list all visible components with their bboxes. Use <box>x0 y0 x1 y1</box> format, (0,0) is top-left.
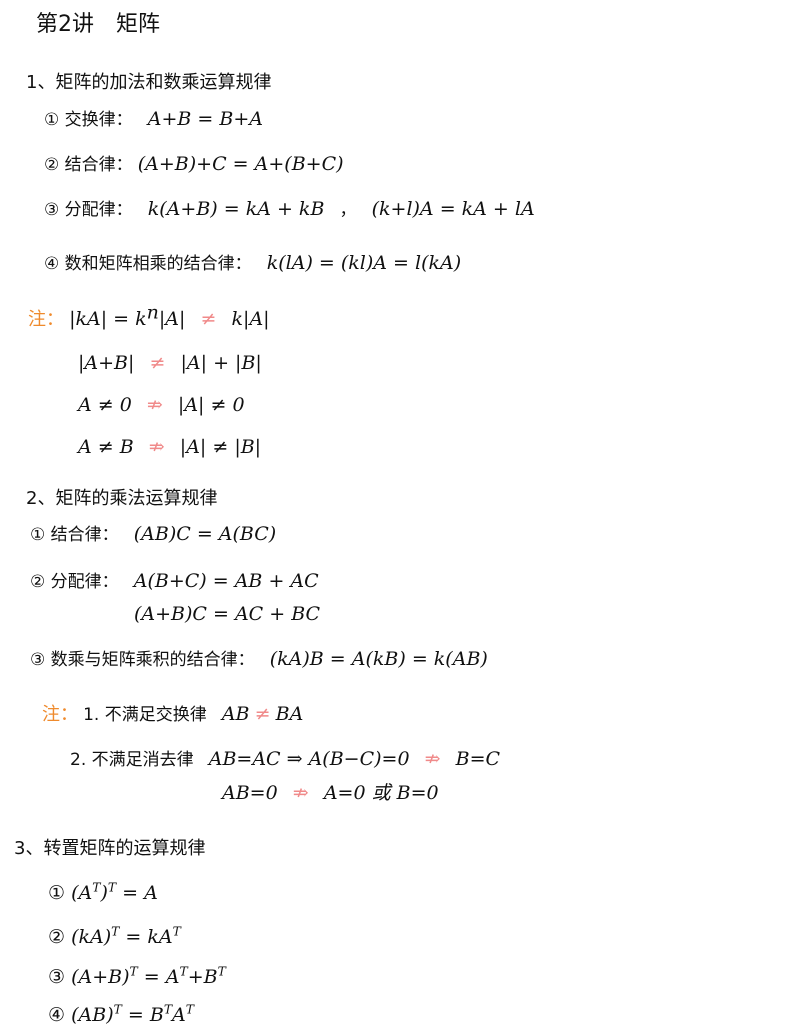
note-label: 注： <box>28 309 64 330</box>
rule-expr: (kA) <box>71 926 112 948</box>
rule-expr: (k+l)A = kA + lA <box>371 198 535 220</box>
section-3-heading: 3、转置矩阵的运算规律 <box>14 838 206 859</box>
s3-rule-4: ④ (AB)T = BTAT <box>48 1002 195 1026</box>
not-implies-symbol: ⇏ <box>424 748 441 770</box>
note-text: 2. 不满足消去律 <box>70 750 194 770</box>
s1-rule-associative: ② 结合律： (A+B)+C = A+(B+C) <box>44 155 344 174</box>
s1-rule-scalar-assoc: ④ 数和矩阵相乘的结合律： k(lA) = (kl)A = l(kA) <box>44 254 461 273</box>
s3-rule-2: ② (kA)T = kAT <box>48 924 181 948</box>
transpose-superscript: T <box>163 1002 173 1017</box>
transpose-superscript: T <box>92 880 101 895</box>
rule-expr: (AB) <box>71 1004 114 1026</box>
s3-rule-3: ③ (A+B)T = AT+BT <box>48 964 226 988</box>
rule-label: ② 结合律： <box>44 155 133 175</box>
rule-expr: = A <box>116 882 158 904</box>
rule-number: ① <box>48 882 66 904</box>
s1-rule-distributive: ③ 分配律： k(A+B) = kA + kB ， (k+l)A = kA + … <box>44 200 535 219</box>
not-implies-symbol: ⇏ <box>148 436 165 458</box>
rule-label: ③ 数乘与矩阵乘积的结合律： <box>30 650 255 670</box>
transpose-superscript: T <box>185 1002 195 1017</box>
rule-expr: (A+B)+C = A+(B+C) <box>137 153 344 175</box>
note-expr: A ≠ B <box>78 436 134 458</box>
not-implies-symbol: ⇏ <box>292 782 309 804</box>
rule-expr: ) <box>100 882 108 904</box>
rule-number: ③ <box>48 966 66 988</box>
note-expr: AB=AC ⇒ A(B−C)=0 <box>208 748 410 770</box>
transpose-superscript: T <box>217 964 226 979</box>
note-exponent: n <box>146 301 159 324</box>
not-implies-symbol: ⇏ <box>146 394 163 416</box>
note-expr: |A| ≠ |B| <box>179 436 262 458</box>
note-expr: |A| + |B| <box>180 352 262 374</box>
rule-expr: (A <box>71 882 93 904</box>
note-expr: AB=0 <box>222 782 278 804</box>
note-expr: |A| <box>158 308 186 330</box>
section-2-heading: 2、矩阵的乘法运算规律 <box>26 488 218 509</box>
transpose-superscript: T <box>111 924 120 939</box>
separator: ， <box>339 200 357 220</box>
transpose-superscript: T <box>107 880 117 895</box>
s2-rule-distributive: ② 分配律： A(B+C) = AB + AC <box>30 572 319 591</box>
note-expr: |A| ≠ 0 <box>177 394 245 416</box>
transpose-superscript: T <box>113 1002 122 1017</box>
s1-rule-commutative: ① 交换律： A+B = B+A <box>44 110 263 129</box>
s2-note-1: 注： 1. 不满足交换律 AB ≠ BA <box>42 705 303 724</box>
rule-expr: (AB)C = A(BC) <box>133 523 277 545</box>
note-expr: AB <box>221 703 250 725</box>
transpose-superscript: T <box>179 964 188 979</box>
rule-number: ② <box>48 926 66 948</box>
note-expr: k|A| <box>231 308 270 330</box>
rule-expr: (kA)B = A(kB) = k(AB) <box>269 648 488 670</box>
note-expr: A=0 或 B=0 <box>323 782 439 804</box>
s1-note-1: 注： |kA| = kn|A| ≠ k|A| <box>28 303 270 330</box>
s2-rule-distributive-2: (A+B)C = AC + BC <box>134 603 321 625</box>
note-expr: |kA| = k <box>69 308 147 330</box>
rule-expr: A <box>172 1004 186 1026</box>
s2-note-2: 2. 不满足消去律 AB=AC ⇒ A(B−C)=0 ⇏ B=C <box>70 750 500 769</box>
s2-rule-associative: ① 结合律： (AB)C = A(BC) <box>30 525 276 544</box>
rule-label: ③ 分配律： <box>44 200 133 220</box>
not-equal-symbol: ≠ <box>149 352 166 374</box>
note-text: 1. 不满足交换律 <box>83 705 207 725</box>
transpose-superscript: T <box>129 964 138 979</box>
s1-note-2: |A+B| ≠ |A| + |B| <box>78 354 262 373</box>
s1-note-3: A ≠ 0 ⇏ |A| ≠ 0 <box>78 396 245 415</box>
rule-label: ① 交换律： <box>44 110 133 130</box>
rule-label: ② 分配律： <box>30 572 119 592</box>
page-title: 第2讲 矩阵 <box>36 12 160 37</box>
rule-expr: k(lA) = (kl)A = l(kA) <box>266 252 462 274</box>
note-expr: A ≠ 0 <box>78 394 132 416</box>
s2-rule-scalar-assoc: ③ 数乘与矩阵乘积的结合律： (kA)B = A(kB) = k(AB) <box>30 650 488 669</box>
rule-expr: (A+B) <box>71 966 130 988</box>
note-expr: BA <box>275 703 304 725</box>
s1-note-4: A ≠ B ⇏ |A| ≠ |B| <box>78 438 261 457</box>
rule-expr: k(A+B) = kA + kB <box>147 198 325 220</box>
rule-expr: A+B = B+A <box>147 108 263 130</box>
s3-rule-1: ① (AT)T = A <box>48 880 158 904</box>
not-equal-symbol: ≠ <box>200 308 217 330</box>
note-expr: B=C <box>455 748 501 770</box>
not-equal-symbol: ≠ <box>254 703 271 725</box>
rule-expr: = A <box>137 966 180 988</box>
transpose-superscript: T <box>172 924 181 939</box>
note-expr: |A+B| <box>78 352 135 374</box>
rule-expr: = B <box>121 1004 164 1026</box>
rule-expr: = kA <box>119 926 173 948</box>
rule-label: ④ 数和矩阵相乘的结合律： <box>44 254 252 274</box>
s2-note-3: AB=0 ⇏ A=0 或 B=0 <box>222 784 439 803</box>
note-label: 注： <box>42 704 78 725</box>
rule-label: ① 结合律： <box>30 525 119 545</box>
section-1-heading: 1、矩阵的加法和数乘运算规律 <box>26 72 272 93</box>
rule-expr: +B <box>187 966 218 988</box>
rule-expr: A(B+C) = AB + AC <box>133 570 319 592</box>
rule-number: ④ <box>48 1004 66 1026</box>
